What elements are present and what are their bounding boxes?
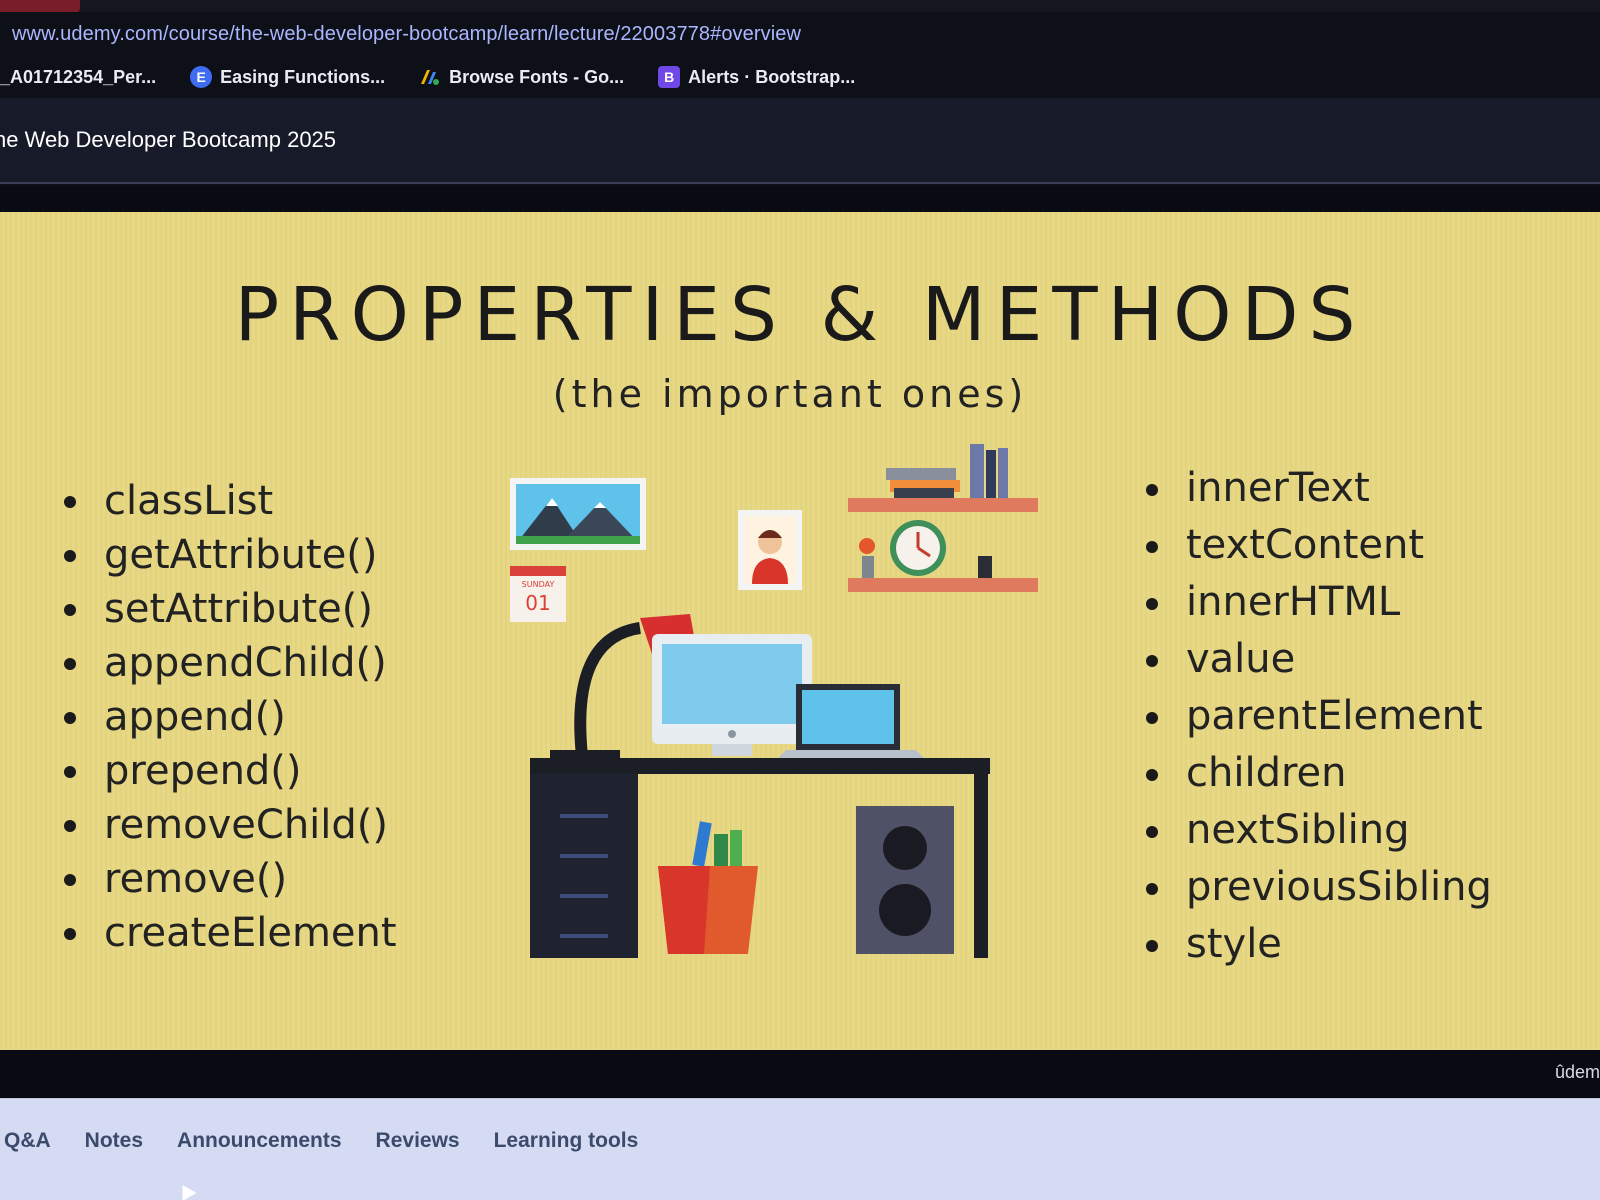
speaker-icon (856, 806, 954, 954)
tab-qa[interactable]: Q&A (4, 1129, 51, 1152)
url-text[interactable]: www.udemy.com/course/the-web-developer-b… (12, 22, 802, 45)
lecture-tabs: Q&A Notes Announcements Reviews Learning… (0, 1099, 1600, 1153)
list-item: nextSibling (1146, 802, 1492, 859)
browser-tab-strip (0, 0, 1600, 12)
list-item: createElement (64, 906, 397, 960)
bookmark-item[interactable]: _A01712354_Per... (0, 67, 156, 88)
desk-illustration: SUNDAY 01 (510, 444, 1038, 958)
udemy-watermark: ûdem (1554, 1062, 1600, 1082)
bookmark-item-fonts[interactable]: Browse Fonts - Go... (419, 66, 624, 88)
slide-subtitle: (the important ones) (552, 372, 1028, 416)
browser-tab[interactable] (0, 0, 80, 14)
list-item: remove() (64, 852, 397, 906)
portrait-icon (738, 510, 802, 590)
list-item: append() (64, 690, 397, 744)
tab-announcements[interactable]: Announcements (177, 1129, 342, 1152)
bookmark-label: _A01712354_Per... (0, 66, 157, 87)
lecture-slide[interactable]: PROPERTIES & METHODS (the important ones… (0, 212, 1600, 1050)
calendar-day: SUNDAY (522, 580, 555, 589)
list-item: innerHTML (1146, 574, 1492, 631)
properties-list: innerText textContent innerHTML value pa… (1146, 460, 1492, 973)
list-item: previousSibling (1146, 859, 1492, 916)
bookshelf-icon (848, 444, 1038, 592)
list-item: children (1146, 745, 1492, 802)
tab-notes[interactable]: Notes (84, 1129, 144, 1152)
list-item: parentElement (1146, 688, 1492, 745)
methods-list: classList getAttribute() setAttribute() … (64, 474, 397, 960)
calendar-date: 01 (525, 591, 550, 615)
bookmark-label: Browse Fonts - Go... (449, 66, 625, 87)
bookmark-label: Alerts · Bootstrap... (688, 66, 856, 87)
lecture-tabs-bar: Q&A Notes Announcements Reviews Learning… (0, 1098, 1600, 1200)
player-top-bar (0, 186, 1600, 212)
list-item: appendChild() (64, 636, 397, 690)
list-item: classList (64, 474, 397, 528)
list-item: setAttribute() (64, 582, 397, 636)
list-item: removeChild() (64, 798, 397, 852)
slide-title: PROPERTIES & METHODS (234, 272, 1366, 358)
list-item: style (1146, 916, 1492, 973)
bookmark-item-bootstrap[interactable]: B Alerts · Bootstrap... (658, 66, 855, 88)
course-header: ne Web Developer Bootcamp 2025 (0, 98, 1600, 184)
list-item: getAttribute() (64, 528, 397, 582)
calendar-icon: SUNDAY 01 (510, 566, 566, 622)
player-controls-bar: ûdem (0, 1050, 1600, 1098)
basket-icon (658, 821, 758, 954)
tab-learning-tools[interactable]: Learning tools (493, 1129, 639, 1152)
monitor-icon (652, 634, 812, 756)
list-item: value (1146, 631, 1492, 688)
easing-icon: E (190, 66, 213, 88)
address-bar[interactable]: www.udemy.com/course/the-web-developer-b… (0, 12, 1600, 56)
list-item: innerText (1146, 460, 1492, 517)
bootstrap-icon: B (658, 66, 681, 88)
laptop-icon (778, 684, 924, 758)
bookmark-item-easing[interactable]: E Easing Functions... (190, 66, 385, 88)
course-title[interactable]: ne Web Developer Bootcamp 2025 (0, 127, 337, 152)
google-fonts-icon (419, 66, 441, 88)
mountain-picture-icon (510, 478, 646, 550)
list-item: textContent (1146, 517, 1492, 574)
bookmark-label: Easing Functions... (220, 66, 386, 87)
tab-reviews[interactable]: Reviews (375, 1129, 460, 1152)
list-item: prepend() (64, 744, 397, 798)
desk-icon (530, 758, 990, 958)
bookmarks-bar: _A01712354_Per... E Easing Functions... … (0, 56, 1600, 98)
